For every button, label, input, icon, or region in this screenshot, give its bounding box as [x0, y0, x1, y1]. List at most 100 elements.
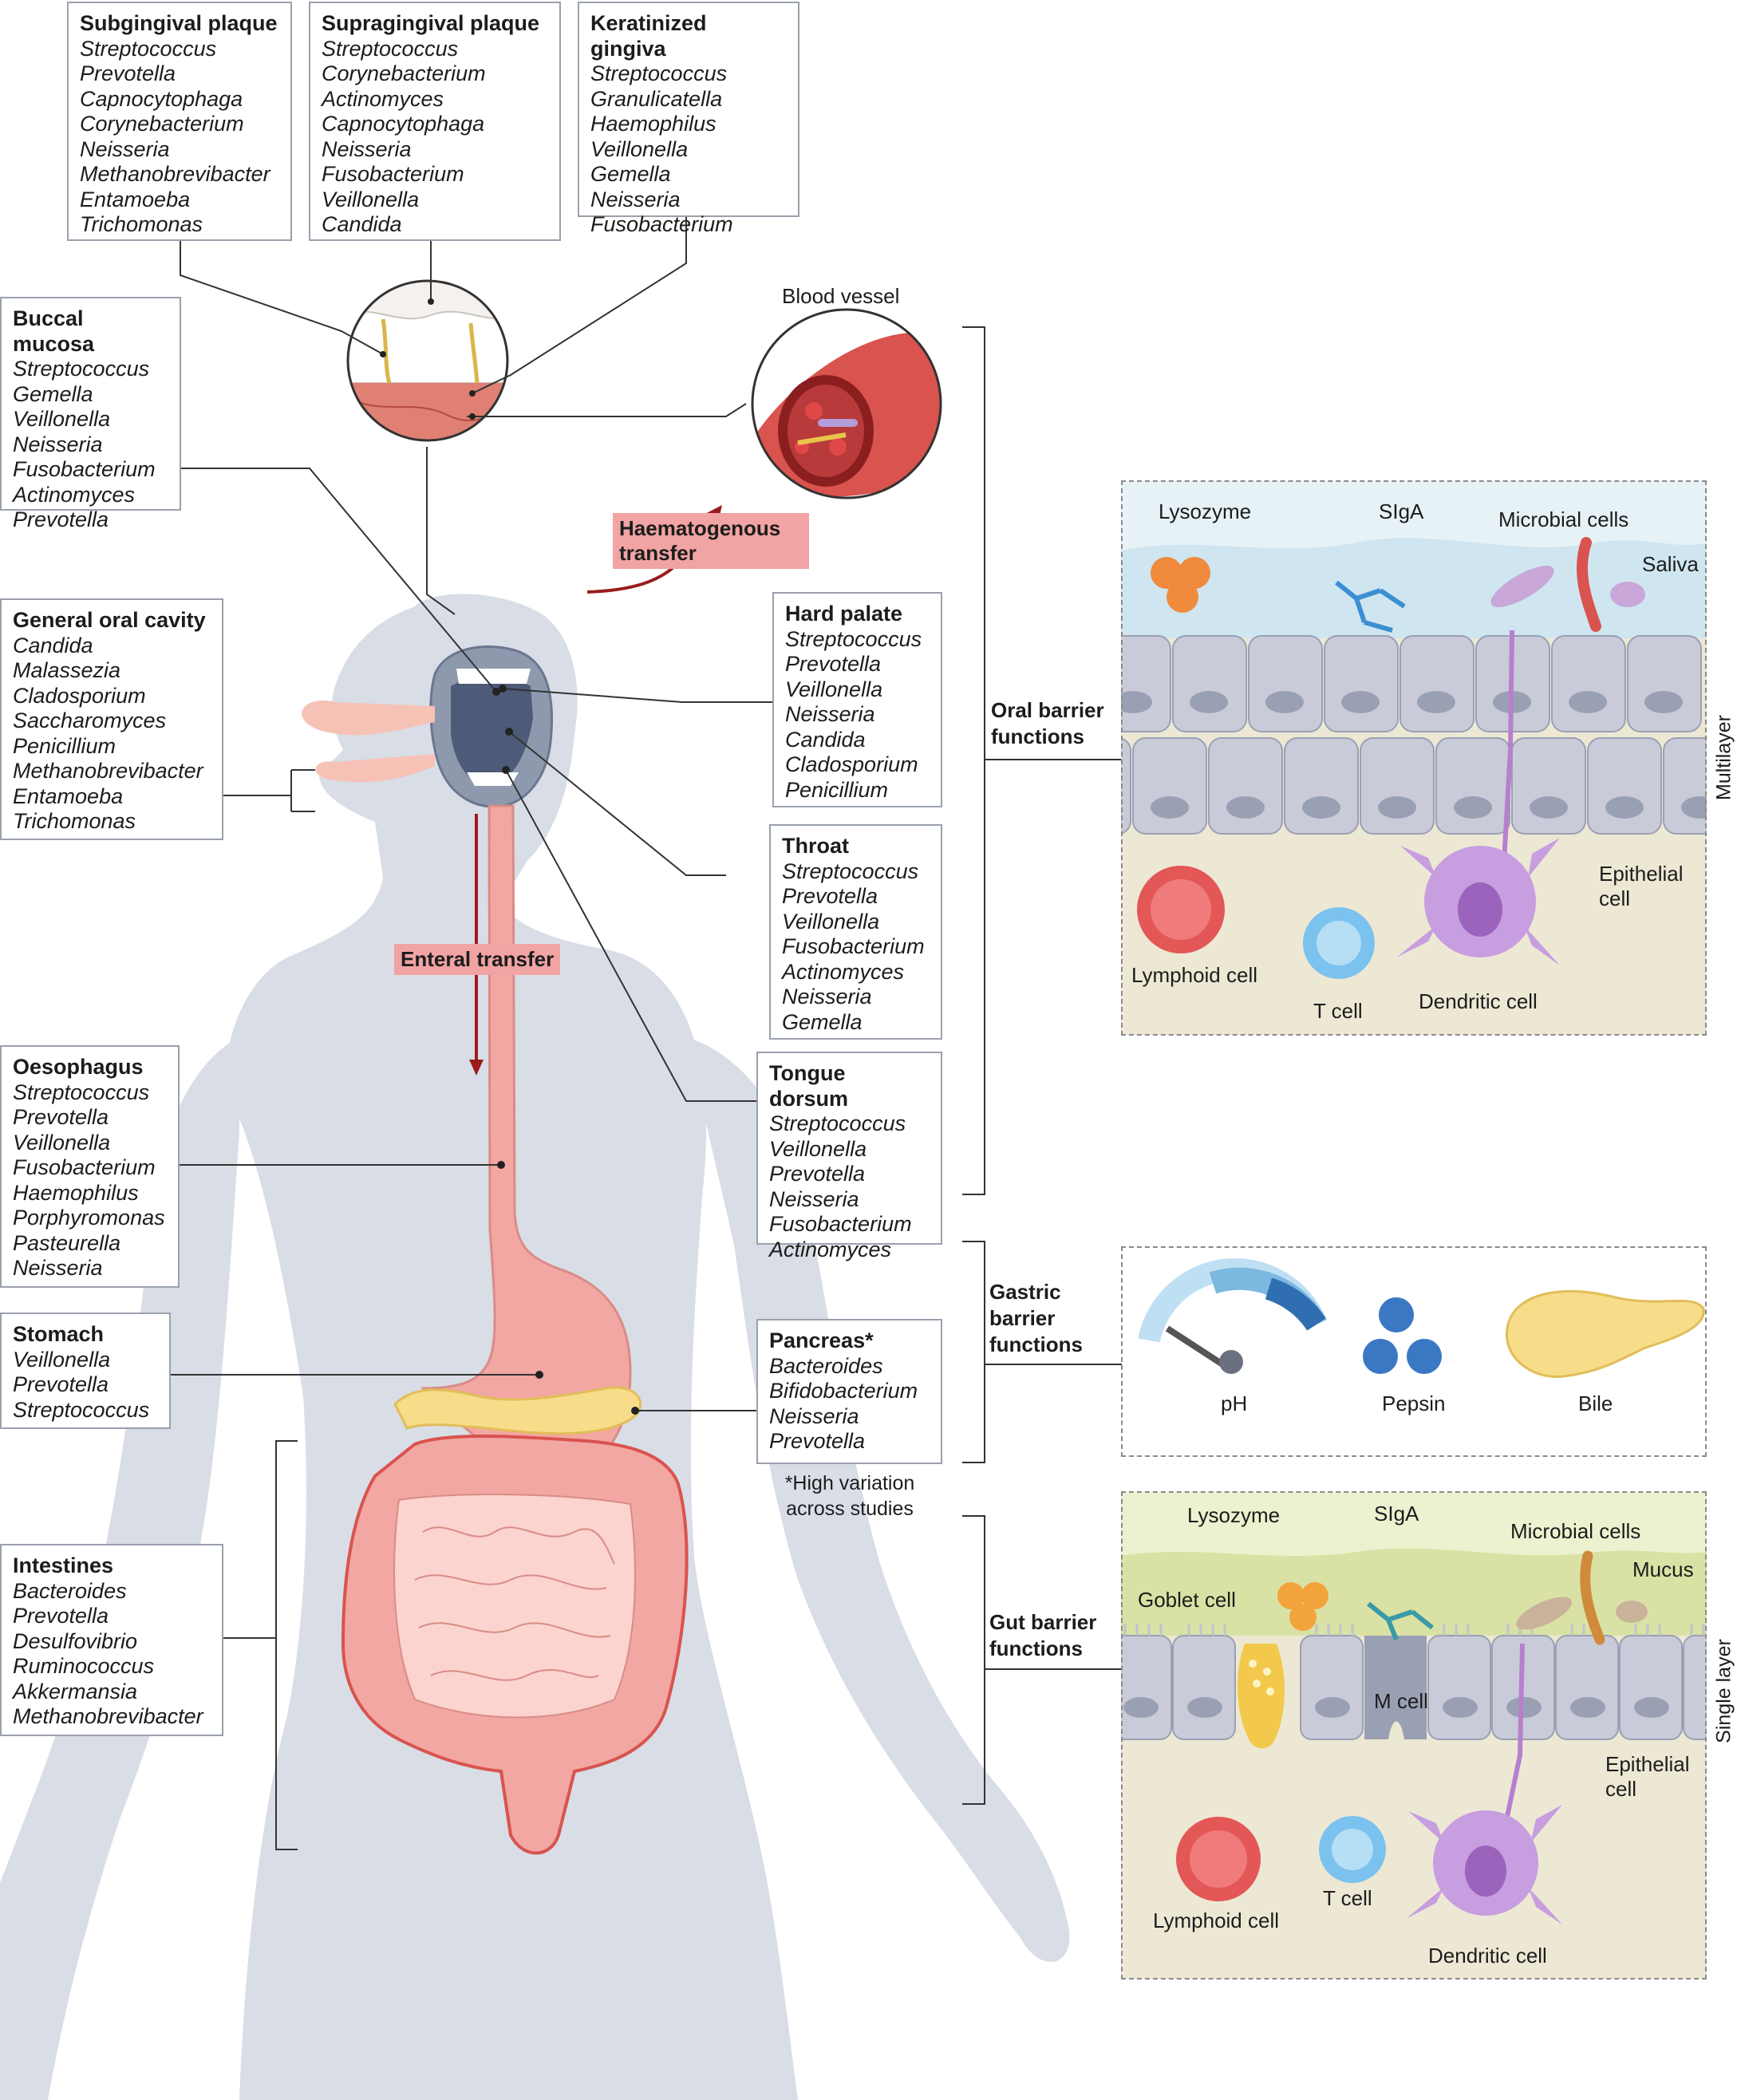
- box-title: Buccal mucosa: [13, 306, 95, 356]
- gut-siga-label: SIgA: [1374, 1502, 1419, 1526]
- oral-lysozyme-label: Lysozyme: [1159, 499, 1252, 523]
- genus: Neisseria: [80, 136, 170, 161]
- gut-siga-shape: [1367, 1601, 1434, 1641]
- gastric-panel: [1121, 1246, 1707, 1457]
- pancreas-footnote: *High variation across studies: [784, 1472, 915, 1520]
- genus: Haemophilus: [590, 112, 717, 136]
- genus: Actinomyces: [769, 1237, 892, 1261]
- genus: Methanobrevibacter: [13, 759, 203, 783]
- genus: Bacteroides: [13, 1578, 127, 1603]
- genus: Haemophilus: [13, 1180, 139, 1205]
- box-hard-palate: Hard palate Streptococcus Prevotella Vei…: [772, 592, 942, 807]
- genus: Neisseria: [782, 985, 872, 1009]
- gut-epithelial-label: Epithelial cell: [1605, 1752, 1690, 1801]
- genus: Capnocytophaga: [80, 86, 243, 111]
- genus: Streptococcus: [13, 357, 150, 381]
- genus: Methanobrevibacter: [80, 162, 270, 186]
- ph-label: pH: [1221, 1391, 1248, 1415]
- genus: Veillonella: [13, 1347, 111, 1372]
- box-title: General oral cavity: [13, 608, 206, 632]
- genus: Ruminococcus: [13, 1654, 155, 1678]
- gut-panel-art: [1121, 1492, 1707, 1979]
- bile-shape: [1506, 1289, 1705, 1379]
- genus: Porphyromonas: [13, 1206, 165, 1230]
- genus: Veillonella: [782, 909, 880, 934]
- genus: Pasteurella: [13, 1230, 121, 1255]
- genus: Methanobrevibacter: [13, 1704, 203, 1728]
- gut-microbe-shape: [1516, 1550, 1648, 1645]
- genus: Trichomonas: [80, 212, 203, 236]
- genus: Gemella: [590, 162, 671, 186]
- genus: Granulicatella: [590, 86, 723, 111]
- genus: Fusobacterium: [590, 212, 733, 236]
- genus: Prevotella: [769, 1162, 866, 1186]
- genus: Prevotella: [782, 884, 878, 908]
- genus: Prevotella: [785, 652, 882, 676]
- genus: Actinomyces: [13, 482, 136, 507]
- genus: Neisseria: [13, 432, 103, 456]
- genus: Entamoeba: [13, 784, 124, 808]
- genus: Prevotella: [13, 1105, 109, 1129]
- genus: Streptococcus: [80, 36, 217, 61]
- genus: Akkermansia: [13, 1679, 138, 1703]
- genus: Fusobacterium: [13, 457, 156, 481]
- box-buccal-mucosa: Buccal mucosa Streptococcus Gemella Veil…: [0, 297, 181, 531]
- box-title: Keratinized gingiva: [590, 11, 707, 61]
- box-title: Supragingival plaque: [322, 11, 540, 35]
- oral-microbial-label: Microbial cells: [1498, 507, 1629, 531]
- gut-barrier-label: Gut barrier functions: [989, 1610, 1097, 1660]
- genus: Gemella: [782, 1009, 863, 1034]
- gut-lymphoid-label: Lymphoid cell: [1153, 1909, 1280, 1932]
- genus: Malassezia: [13, 658, 121, 682]
- gut-tcell-label: T cell: [1323, 1886, 1372, 1910]
- genus: Bacteroides: [769, 1353, 883, 1378]
- goblet-cell-shape: [1237, 1644, 1285, 1749]
- genus: Neisseria: [322, 136, 412, 161]
- genus: Streptococcus: [13, 1080, 150, 1104]
- blood-vessel-label: Blood vessel: [782, 284, 900, 308]
- oral-panel: [1121, 480, 1707, 1036]
- genus: Cladosporium: [13, 683, 146, 708]
- genus: Desulfovibrio: [13, 1628, 138, 1653]
- genus: Actinomyces: [782, 959, 905, 984]
- oral-barrier-label: Oral barrier functions: [991, 698, 1104, 748]
- box-intestines: Intestines Bacteroides Prevotella Desulf…: [0, 1544, 223, 1736]
- m-cell-label: M cell: [1374, 1689, 1428, 1713]
- blood-vessel-inset: [751, 308, 942, 499]
- genus: Bifidobacterium: [769, 1379, 918, 1403]
- genus: Prevotella: [13, 507, 109, 531]
- box-subgingival-plaque: Subgingival plaque Streptococcus Prevote…: [67, 2, 292, 241]
- oral-panel-art: [1121, 481, 1707, 1035]
- box-stomach: Stomach Veillonella Prevotella Streptoco…: [0, 1312, 171, 1429]
- genus: Neisseria: [785, 702, 875, 726]
- leader-dots: [380, 298, 639, 1415]
- box-title: Throat: [782, 834, 849, 858]
- genus: Actinomyces: [322, 86, 444, 111]
- leader-lines: [171, 217, 1605, 1850]
- genus: Prevotella: [80, 61, 176, 85]
- oral-siga-label: SIgA: [1379, 499, 1424, 523]
- box-tongue-dorsum: Tongue dorsum Streptococcus Veillonella …: [756, 1052, 942, 1261]
- genus: Veillonella: [322, 187, 420, 211]
- genus: Capnocytophaga: [322, 112, 485, 136]
- box-title: Hard palate: [785, 602, 903, 626]
- gut-microbial-label: Microbial cells: [1510, 1519, 1641, 1543]
- oral-dendritic-label: Dendritic cell: [1419, 989, 1538, 1013]
- digestive-tract: [341, 804, 689, 1855]
- genus: Streptococcus: [322, 36, 459, 61]
- genus: Streptococcus: [13, 1397, 150, 1422]
- pepsin-shape: [1363, 1297, 1442, 1374]
- gut-panel: [1121, 1491, 1707, 1980]
- gastric-barrier-label: Gastric barrier functions: [989, 1280, 1083, 1356]
- goblet-cell-label: Goblet cell: [1138, 1588, 1236, 1612]
- genus: Corynebacterium: [80, 112, 244, 136]
- box-title: Tongue dorsum: [769, 1061, 849, 1111]
- haematogenous-transfer-tag: Haematogenous transfer: [613, 513, 809, 569]
- bile-label: Bile: [1578, 1391, 1613, 1415]
- oral-lysozyme-shape: [1151, 557, 1210, 613]
- genus: Candida: [322, 212, 402, 236]
- gut-mucus-label: Mucus: [1632, 1557, 1694, 1581]
- mouth: [302, 645, 553, 808]
- oral-tcell-label: T cell: [1313, 999, 1363, 1023]
